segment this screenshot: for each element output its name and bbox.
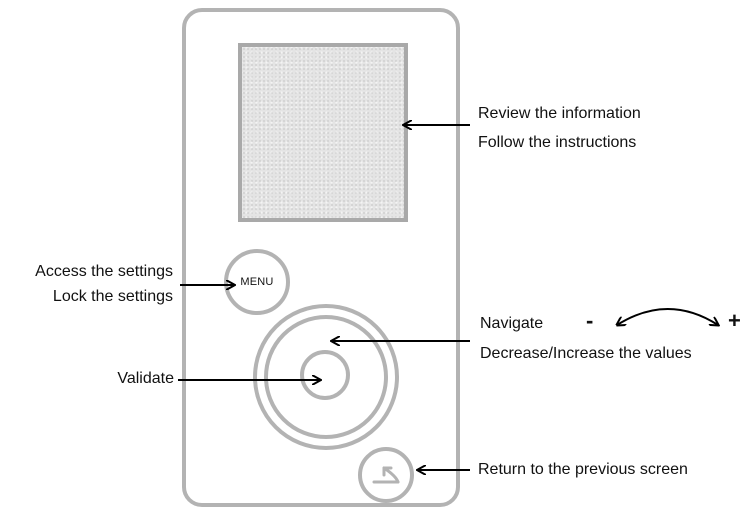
screen-label-line2: Follow the instructions	[478, 134, 637, 151]
device-body	[182, 8, 460, 507]
display-screen	[238, 43, 408, 222]
settings-label-line1: Access the settings	[35, 263, 173, 280]
back-button[interactable]	[358, 447, 414, 503]
return-arrow-icon	[372, 466, 400, 484]
settings-label-line2: Lock the settings	[52, 288, 173, 305]
validate-button[interactable]	[300, 350, 350, 400]
back-label: Return to the previous screen	[478, 461, 688, 478]
screen-label-line1: Review the information	[478, 105, 641, 122]
navigation-wheel-outer-ring[interactable]	[253, 304, 399, 450]
plus-sign: +	[728, 308, 741, 333]
menu-button-label: MENU	[240, 276, 274, 288]
rotation-double-arrow	[617, 308, 718, 325]
validate-label: Validate	[117, 370, 174, 387]
values-label: Decrease/Increase the values	[480, 345, 692, 362]
navigation-wheel-inner-ring[interactable]	[264, 315, 388, 439]
minus-sign: -	[586, 308, 594, 333]
navigate-label: Navigate	[480, 315, 544, 332]
